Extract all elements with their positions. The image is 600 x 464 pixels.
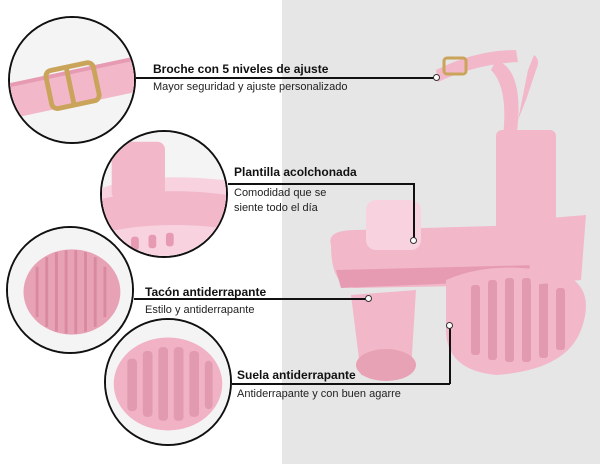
callout-dot-heel (365, 295, 372, 302)
feature-title-sole: Suela antiderrapante (237, 368, 356, 382)
callout-dot-insole (410, 237, 417, 244)
sandal-product-image (330, 50, 586, 381)
buckle-closeup-icon (10, 18, 134, 142)
sole-tread-detail-circle (104, 318, 232, 446)
feature-desc-insole: Comodidad que se siente todo el día (234, 187, 327, 214)
feature-desc-sole: Antiderrapante y con buen agarre (237, 388, 401, 400)
buckle-detail-circle (8, 16, 136, 144)
feature-title-insole: Plantilla acolchonada (234, 165, 357, 179)
callout-dot-sole (446, 322, 453, 329)
leader-line-sole-vert (449, 326, 451, 384)
sole-tread-closeup-icon (106, 320, 230, 444)
feature-desc-buckle: Mayor seguridad y ajuste personalizado (153, 81, 348, 93)
heel-tread-detail-circle (6, 226, 134, 354)
leader-line-insole-vert (413, 183, 415, 238)
leader-line-insole (228, 183, 414, 185)
feature-desc-heel: Estilo y antiderrapante (145, 304, 255, 316)
leader-line-buckle (136, 77, 436, 79)
feature-title-buckle: Broche con 5 niveles de ajuste (153, 62, 329, 76)
insole-closeup-icon (102, 132, 226, 256)
leader-line-sole (232, 383, 450, 385)
leader-line-heel (134, 298, 366, 300)
callout-dot-buckle (433, 74, 440, 81)
heel-tread-closeup-icon (8, 228, 132, 352)
feature-title-heel: Tacón antiderrapante (145, 285, 267, 299)
insole-detail-circle (100, 130, 228, 258)
